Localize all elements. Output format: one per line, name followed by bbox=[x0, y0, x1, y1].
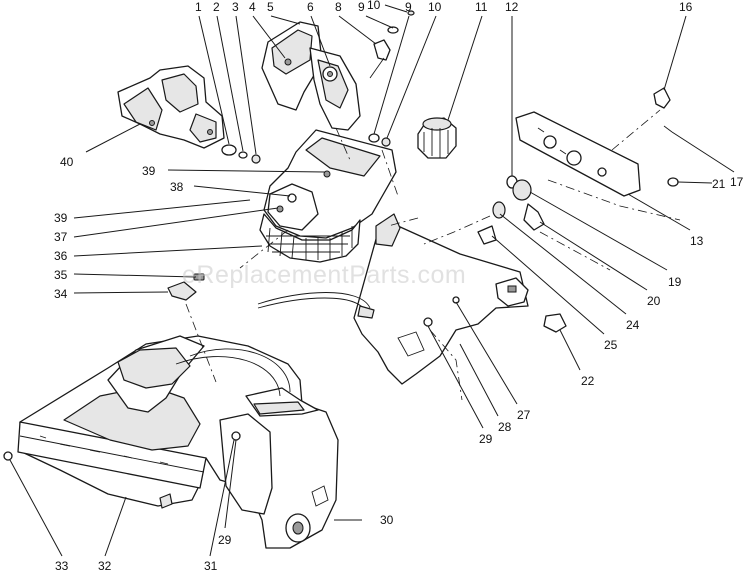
callout-21: 21 bbox=[712, 177, 726, 191]
callout-20: 20 bbox=[647, 294, 661, 308]
callout-13: 13 bbox=[690, 234, 704, 248]
callout-22: 22 bbox=[581, 374, 595, 388]
callout-33: 33 bbox=[55, 559, 69, 573]
part-housing-panel bbox=[353, 213, 529, 385]
callout-30: 30 bbox=[380, 513, 394, 527]
callout-31: 31 bbox=[204, 559, 218, 573]
callout-4: 4 bbox=[249, 0, 256, 14]
callout-numbers: 1 2 3 4 5 6 8 9 10 9 10 11 12 16 17 21 1… bbox=[54, 0, 744, 573]
callout-2: 2 bbox=[213, 0, 220, 14]
part-cable bbox=[257, 292, 375, 319]
callout-40: 40 bbox=[60, 155, 74, 169]
callout-5: 5 bbox=[267, 0, 274, 14]
part-bolt-22 bbox=[543, 313, 567, 333]
callout-25: 25 bbox=[604, 338, 618, 352]
callout-35: 35 bbox=[54, 268, 68, 282]
callout-6: 6 bbox=[307, 0, 314, 14]
callout-16: 16 bbox=[679, 0, 693, 14]
phantom-lines bbox=[185, 109, 681, 401]
callout-38: 38 bbox=[170, 180, 184, 194]
callout-39-lower: 39 bbox=[54, 211, 68, 225]
part-lower-washer-nut bbox=[368, 133, 391, 147]
callout-19: 19 bbox=[668, 275, 682, 289]
part-auger-housing bbox=[3, 335, 339, 549]
part-discharge-chute bbox=[259, 129, 397, 263]
callout-12: 12 bbox=[505, 0, 519, 14]
callout-24: 24 bbox=[626, 318, 640, 332]
callout-9: 9 bbox=[405, 0, 412, 14]
part-chute-knob bbox=[417, 117, 457, 159]
part-crank-assembly bbox=[477, 175, 545, 245]
callout-1: 1 bbox=[195, 0, 202, 14]
callout-39-upper: 39 bbox=[142, 164, 156, 178]
part-knob-stack bbox=[369, 10, 415, 79]
callout-10-top: 10 bbox=[367, 0, 381, 12]
callout-29-right: 29 bbox=[479, 432, 493, 446]
callout-11: 11 bbox=[475, 0, 488, 14]
part-chute-brackets bbox=[261, 21, 361, 131]
callout-28: 28 bbox=[498, 420, 512, 434]
part-deflector-guard bbox=[117, 65, 225, 149]
callout-36: 36 bbox=[54, 249, 68, 263]
watermark-text: eReplacementParts.com bbox=[182, 261, 466, 289]
callout-29-bottom: 29 bbox=[218, 533, 232, 547]
part-back-plate bbox=[515, 87, 679, 197]
callout-3: 3 bbox=[232, 0, 239, 14]
callout-10: 10 bbox=[428, 0, 442, 14]
part-washer-nut-stack bbox=[221, 144, 261, 164]
callout-9-top: 9 bbox=[358, 0, 365, 14]
callout-27: 27 bbox=[517, 408, 531, 422]
callout-17: 17 bbox=[730, 175, 744, 189]
leader-lines bbox=[9, 4, 735, 557]
callout-8: 8 bbox=[335, 0, 342, 14]
callout-37: 37 bbox=[54, 230, 68, 244]
callout-34: 34 bbox=[54, 287, 68, 301]
callout-32: 32 bbox=[98, 559, 112, 573]
